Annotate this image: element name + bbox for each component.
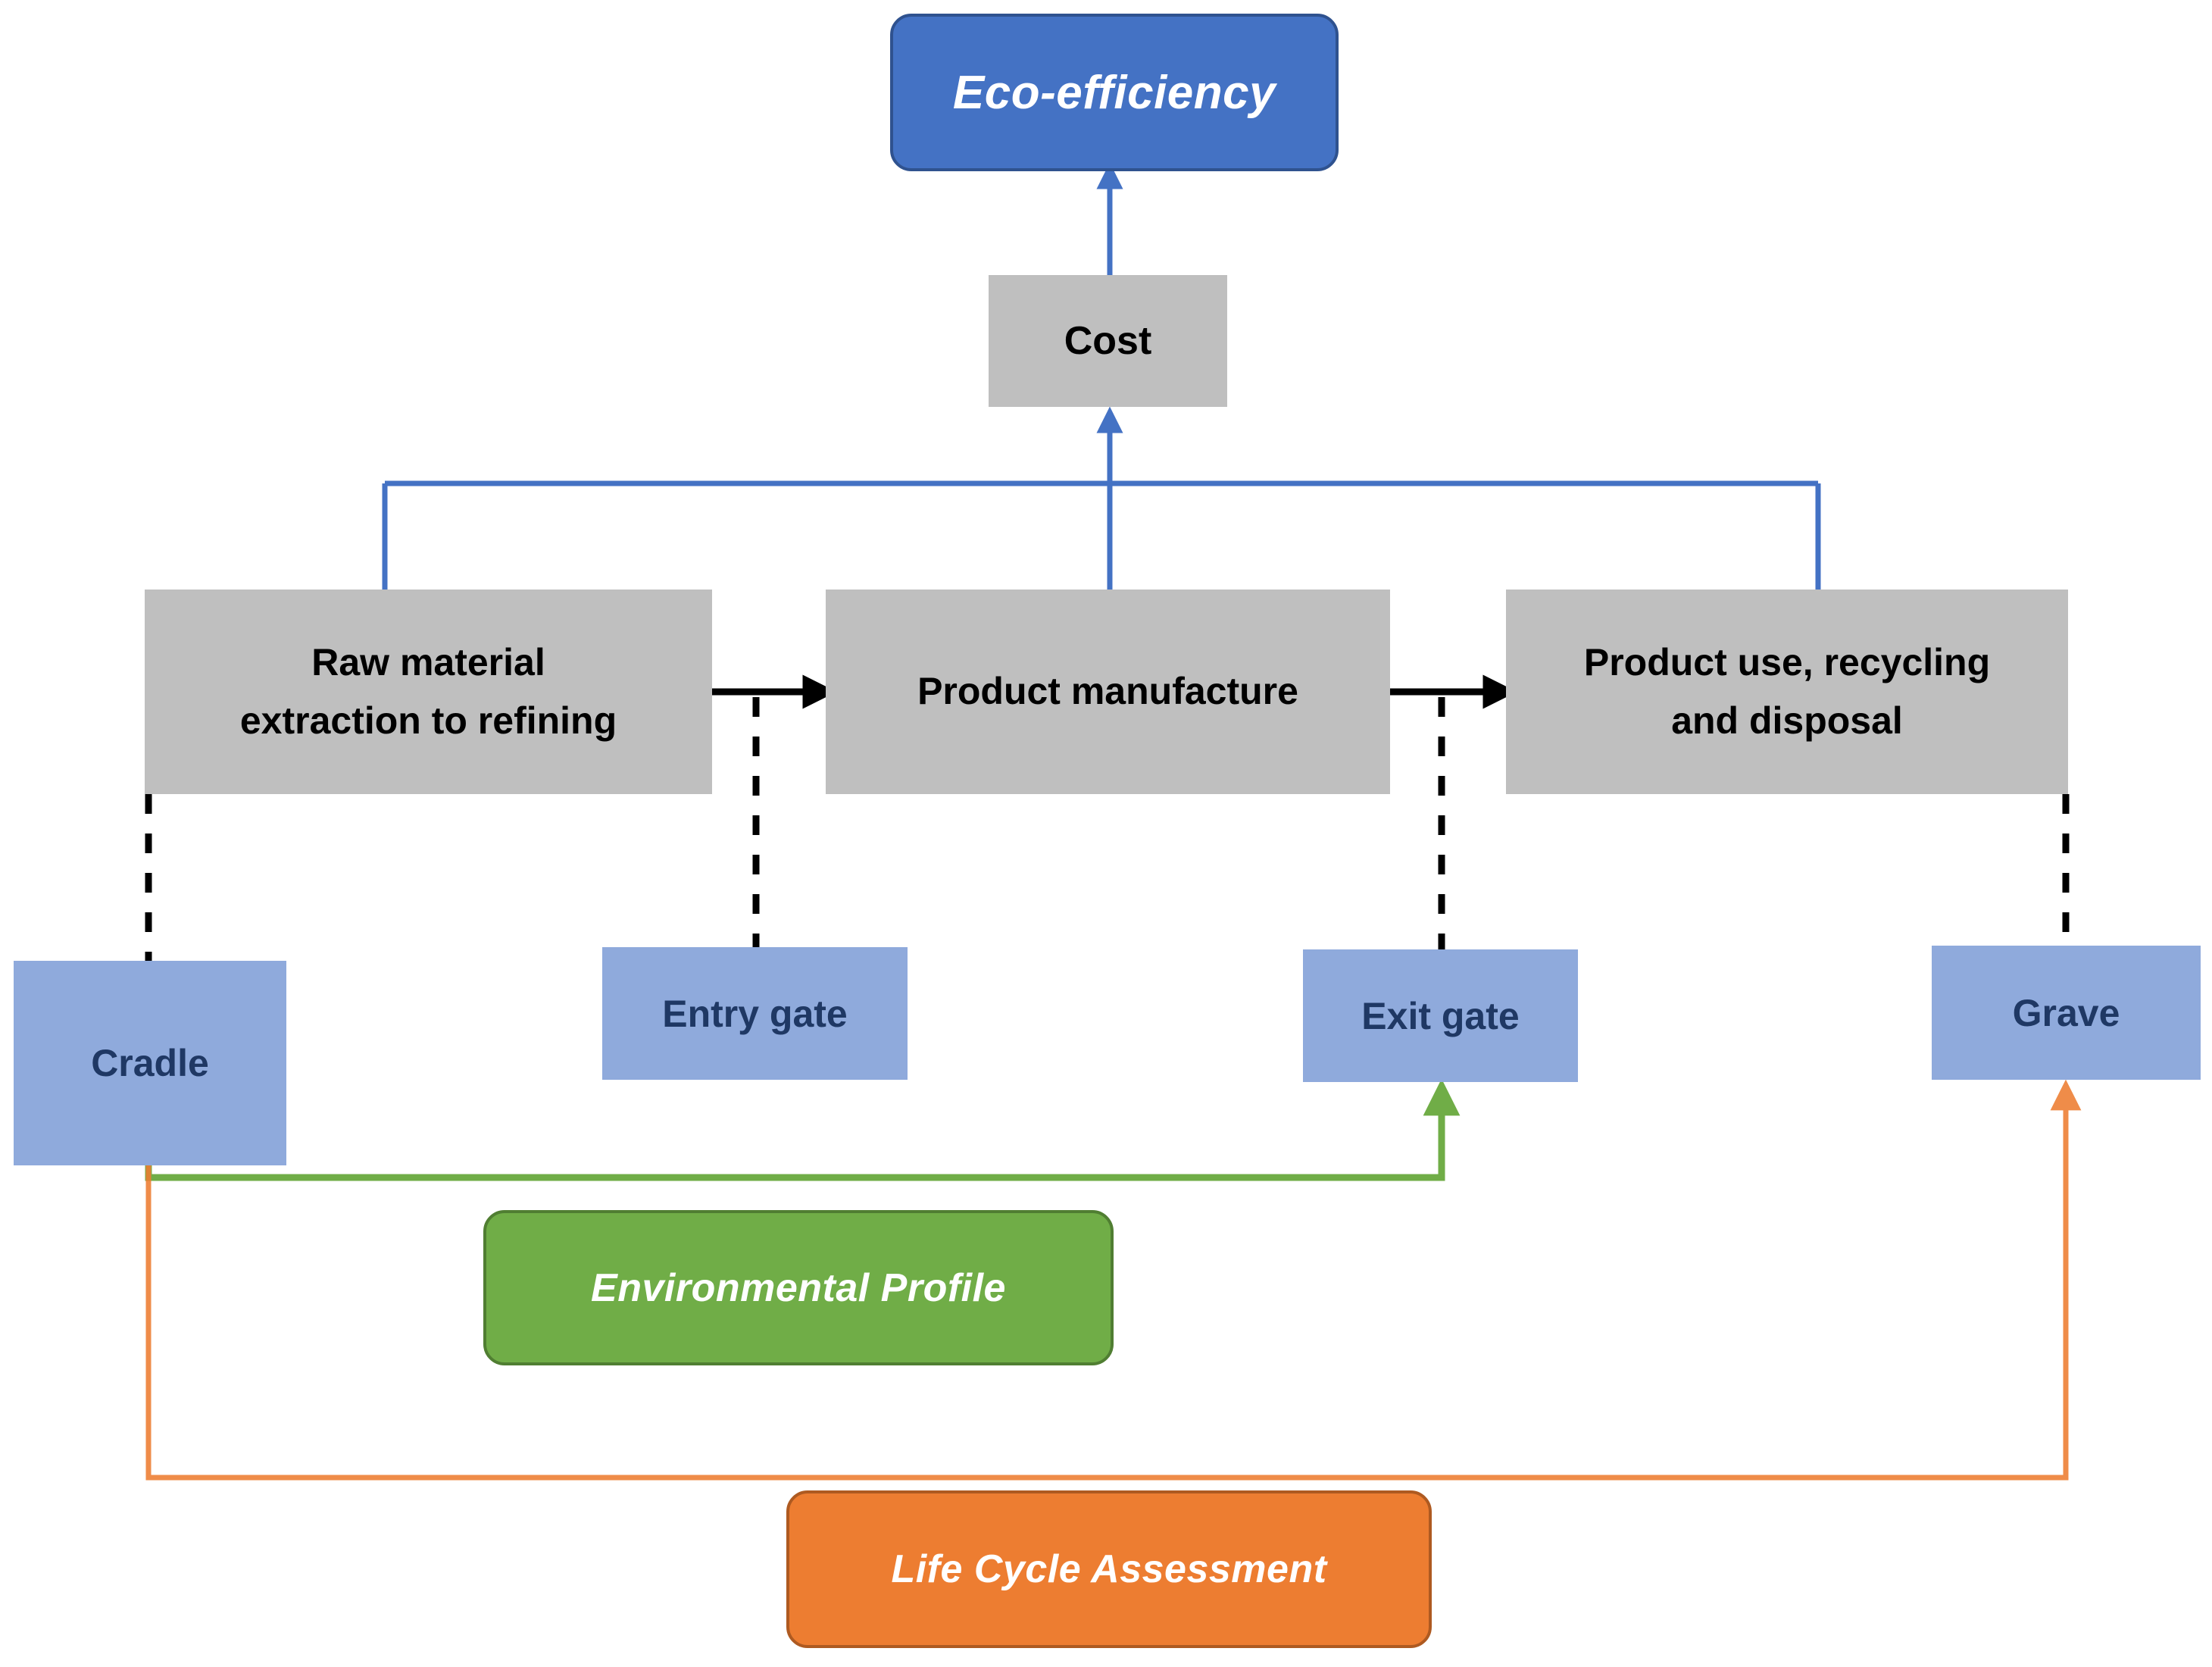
eco-efficiency-node[interactable]: Eco-efficiency bbox=[890, 14, 1339, 171]
life-cycle-assessment-label: Life Cycle Assessment bbox=[891, 1547, 1327, 1591]
boundary-gate-grave[interactable]: Grave bbox=[1932, 946, 2201, 1080]
eco-efficiency-label: Eco-efficiency bbox=[952, 66, 1276, 119]
environmental-profile-node[interactable]: Environmental Profile bbox=[483, 1210, 1114, 1365]
lifecycle-stage-product-manufacture-label: Product manufacture bbox=[917, 670, 1298, 713]
cost-label: Cost bbox=[1064, 318, 1152, 363]
lifecycle-stage-product-manufacture[interactable]: Product manufacture bbox=[826, 590, 1390, 794]
boundary-gate-cradle[interactable]: Cradle bbox=[14, 961, 286, 1165]
environmental-profile-label: Environmental Profile bbox=[591, 1265, 1006, 1310]
boundary-gate-entry-gate[interactable]: Entry gate bbox=[602, 947, 908, 1080]
boundary-gate-entry-gate-label: Entry gate bbox=[662, 992, 848, 1035]
boundary-gate-exit-gate[interactable]: Exit gate bbox=[1303, 949, 1578, 1082]
cost-node[interactable]: Cost bbox=[989, 275, 1227, 407]
life-cycle-assessment-node[interactable]: Life Cycle Assessment bbox=[786, 1490, 1432, 1648]
boundary-gate-grave-label: Grave bbox=[2012, 991, 2120, 1034]
scope-line-environmental-profile bbox=[145, 1078, 1461, 1181]
boundary-gate-cradle-label: Cradle bbox=[91, 1042, 209, 1084]
boundary-gate-exit-gate-label: Exit gate bbox=[1361, 994, 1520, 1037]
